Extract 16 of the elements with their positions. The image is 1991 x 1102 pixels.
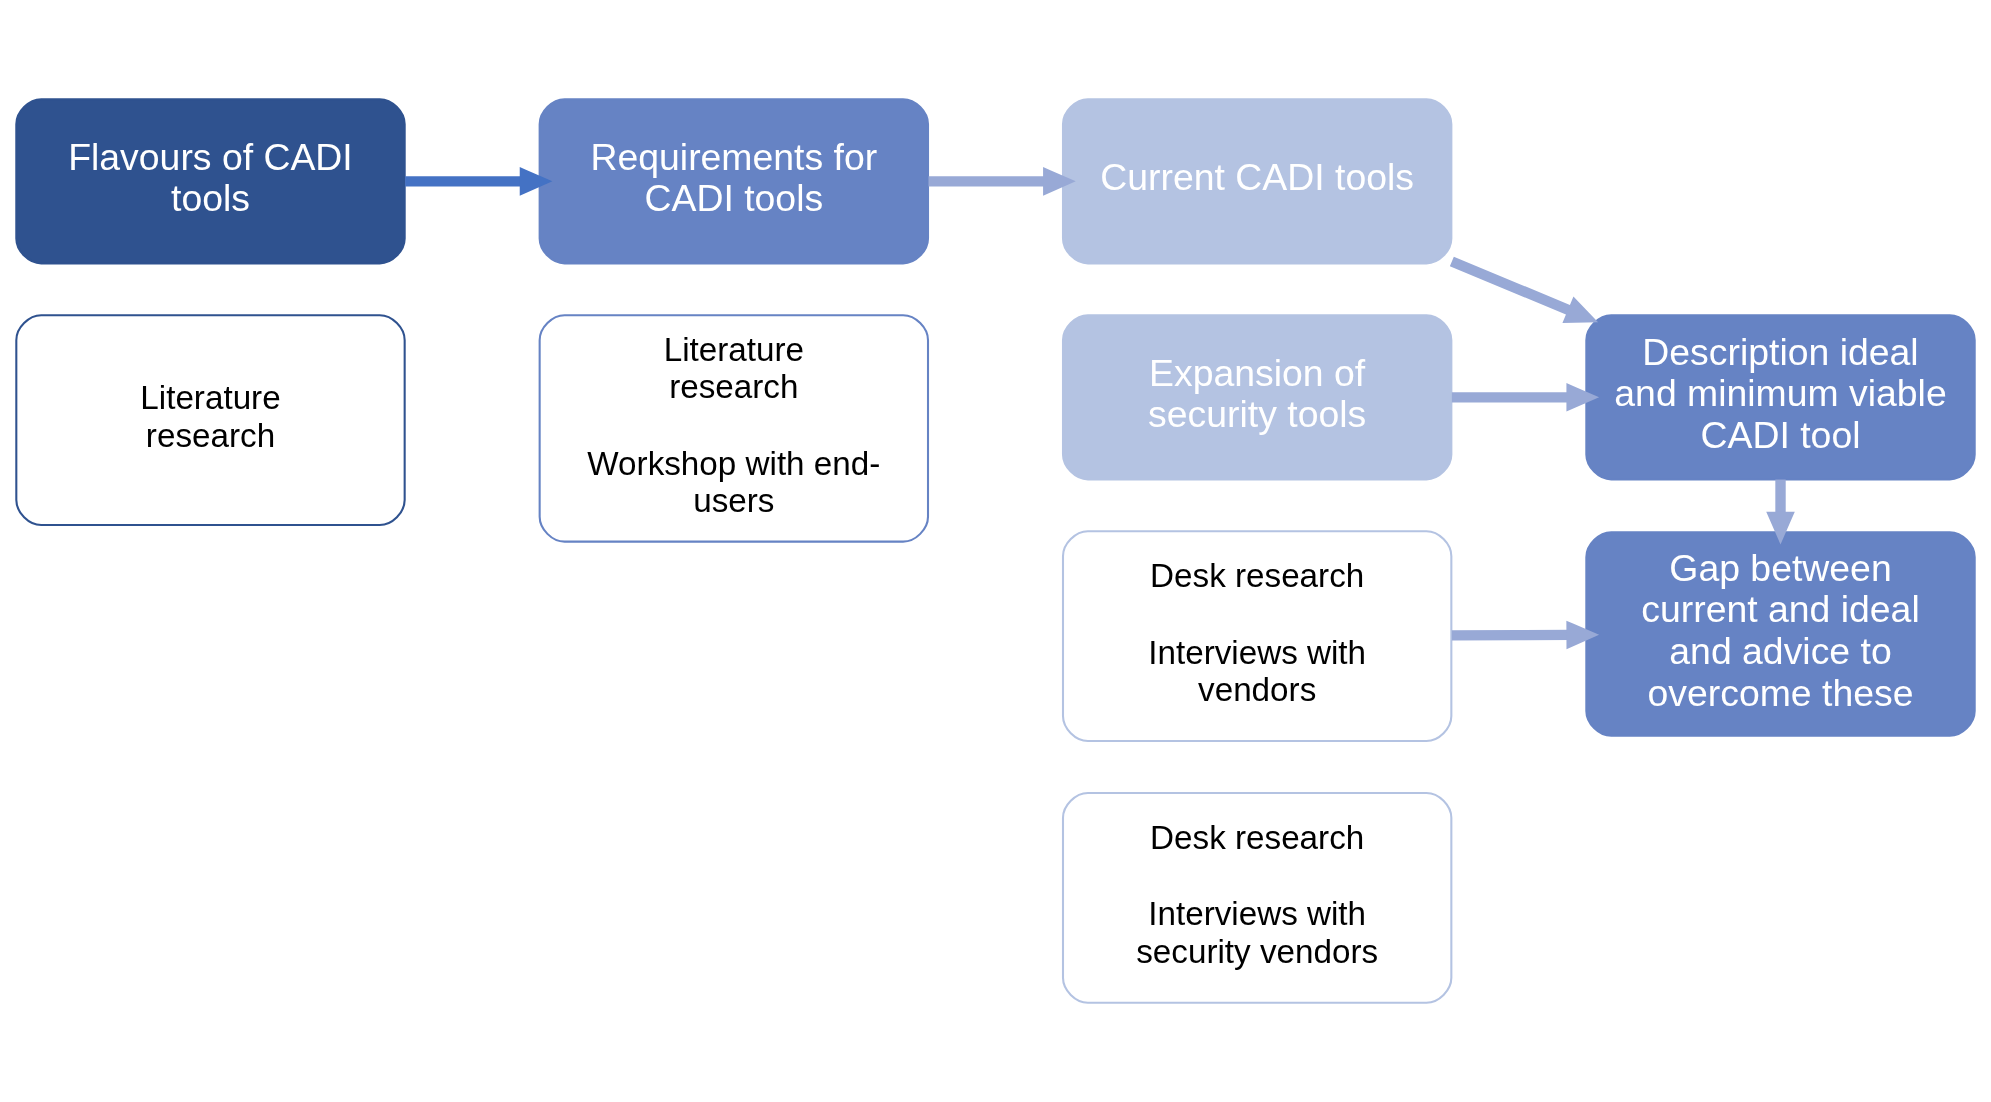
node-box: Literature research Workshop with end-users [538, 314, 930, 543]
arrow [1451, 620, 1600, 650]
node-box: Expansion of security tools [1061, 314, 1453, 481]
node-box: Flavours of CADI tools [15, 98, 406, 265]
node-box: Literature research [15, 314, 406, 527]
arrow [1451, 383, 1600, 412]
arrow [405, 167, 553, 196]
arrow [1766, 479, 1795, 545]
node-box: Requirements for CADI tools [538, 98, 930, 265]
node-box: Current CADI tools [1061, 98, 1453, 265]
node-box: Desk research Interviews with vendors [1061, 530, 1453, 743]
node-box: Description ideal and minimum viable CADI tool [1585, 314, 1976, 481]
arrow [1449, 256, 1599, 323]
node-box: Gap between current and ideal and advice to overcome these [1585, 531, 1976, 737]
node-box: Desk research Interviews with security vendors [1061, 791, 1453, 1004]
arrow [928, 167, 1076, 196]
